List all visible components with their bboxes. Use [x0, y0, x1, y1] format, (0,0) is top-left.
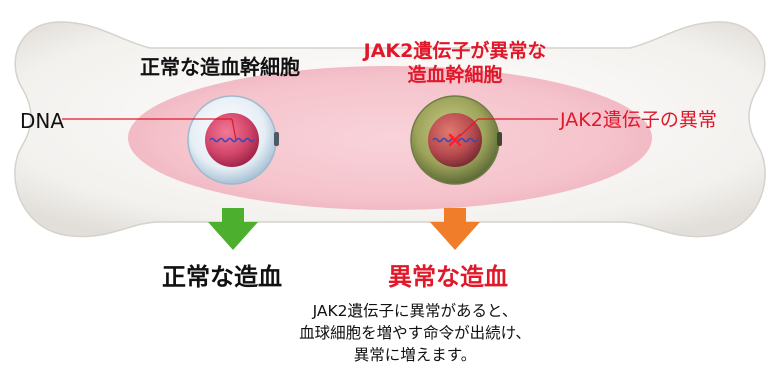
abnormal-stem-cell [410, 95, 502, 185]
normal-arrow-icon [208, 208, 258, 250]
normal-stem-cell-label: 正常な造血幹細胞 [140, 55, 300, 79]
normal-stem-cell [187, 95, 279, 185]
normal-hematopoiesis-label: 正常な造血 [162, 263, 282, 291]
dna-strand-icon [209, 137, 255, 143]
abnormal-hematopoiesis-label: 異常な造血 [388, 263, 508, 291]
abnormal-arrow-icon [430, 208, 480, 250]
description-text: JAK2遺伝子に異常があると、 血球細胞を増やす命令が出続け、 異常に増えます。 [299, 302, 531, 364]
mutation-x-icon [448, 133, 462, 147]
jak2-abnormality-label: JAK2遺伝子の異常 [560, 109, 717, 131]
abnormal-stem-cell-label: JAK2遺伝子が異常な 造血幹細胞 [363, 40, 547, 86]
dna-label: DNA [20, 109, 65, 133]
